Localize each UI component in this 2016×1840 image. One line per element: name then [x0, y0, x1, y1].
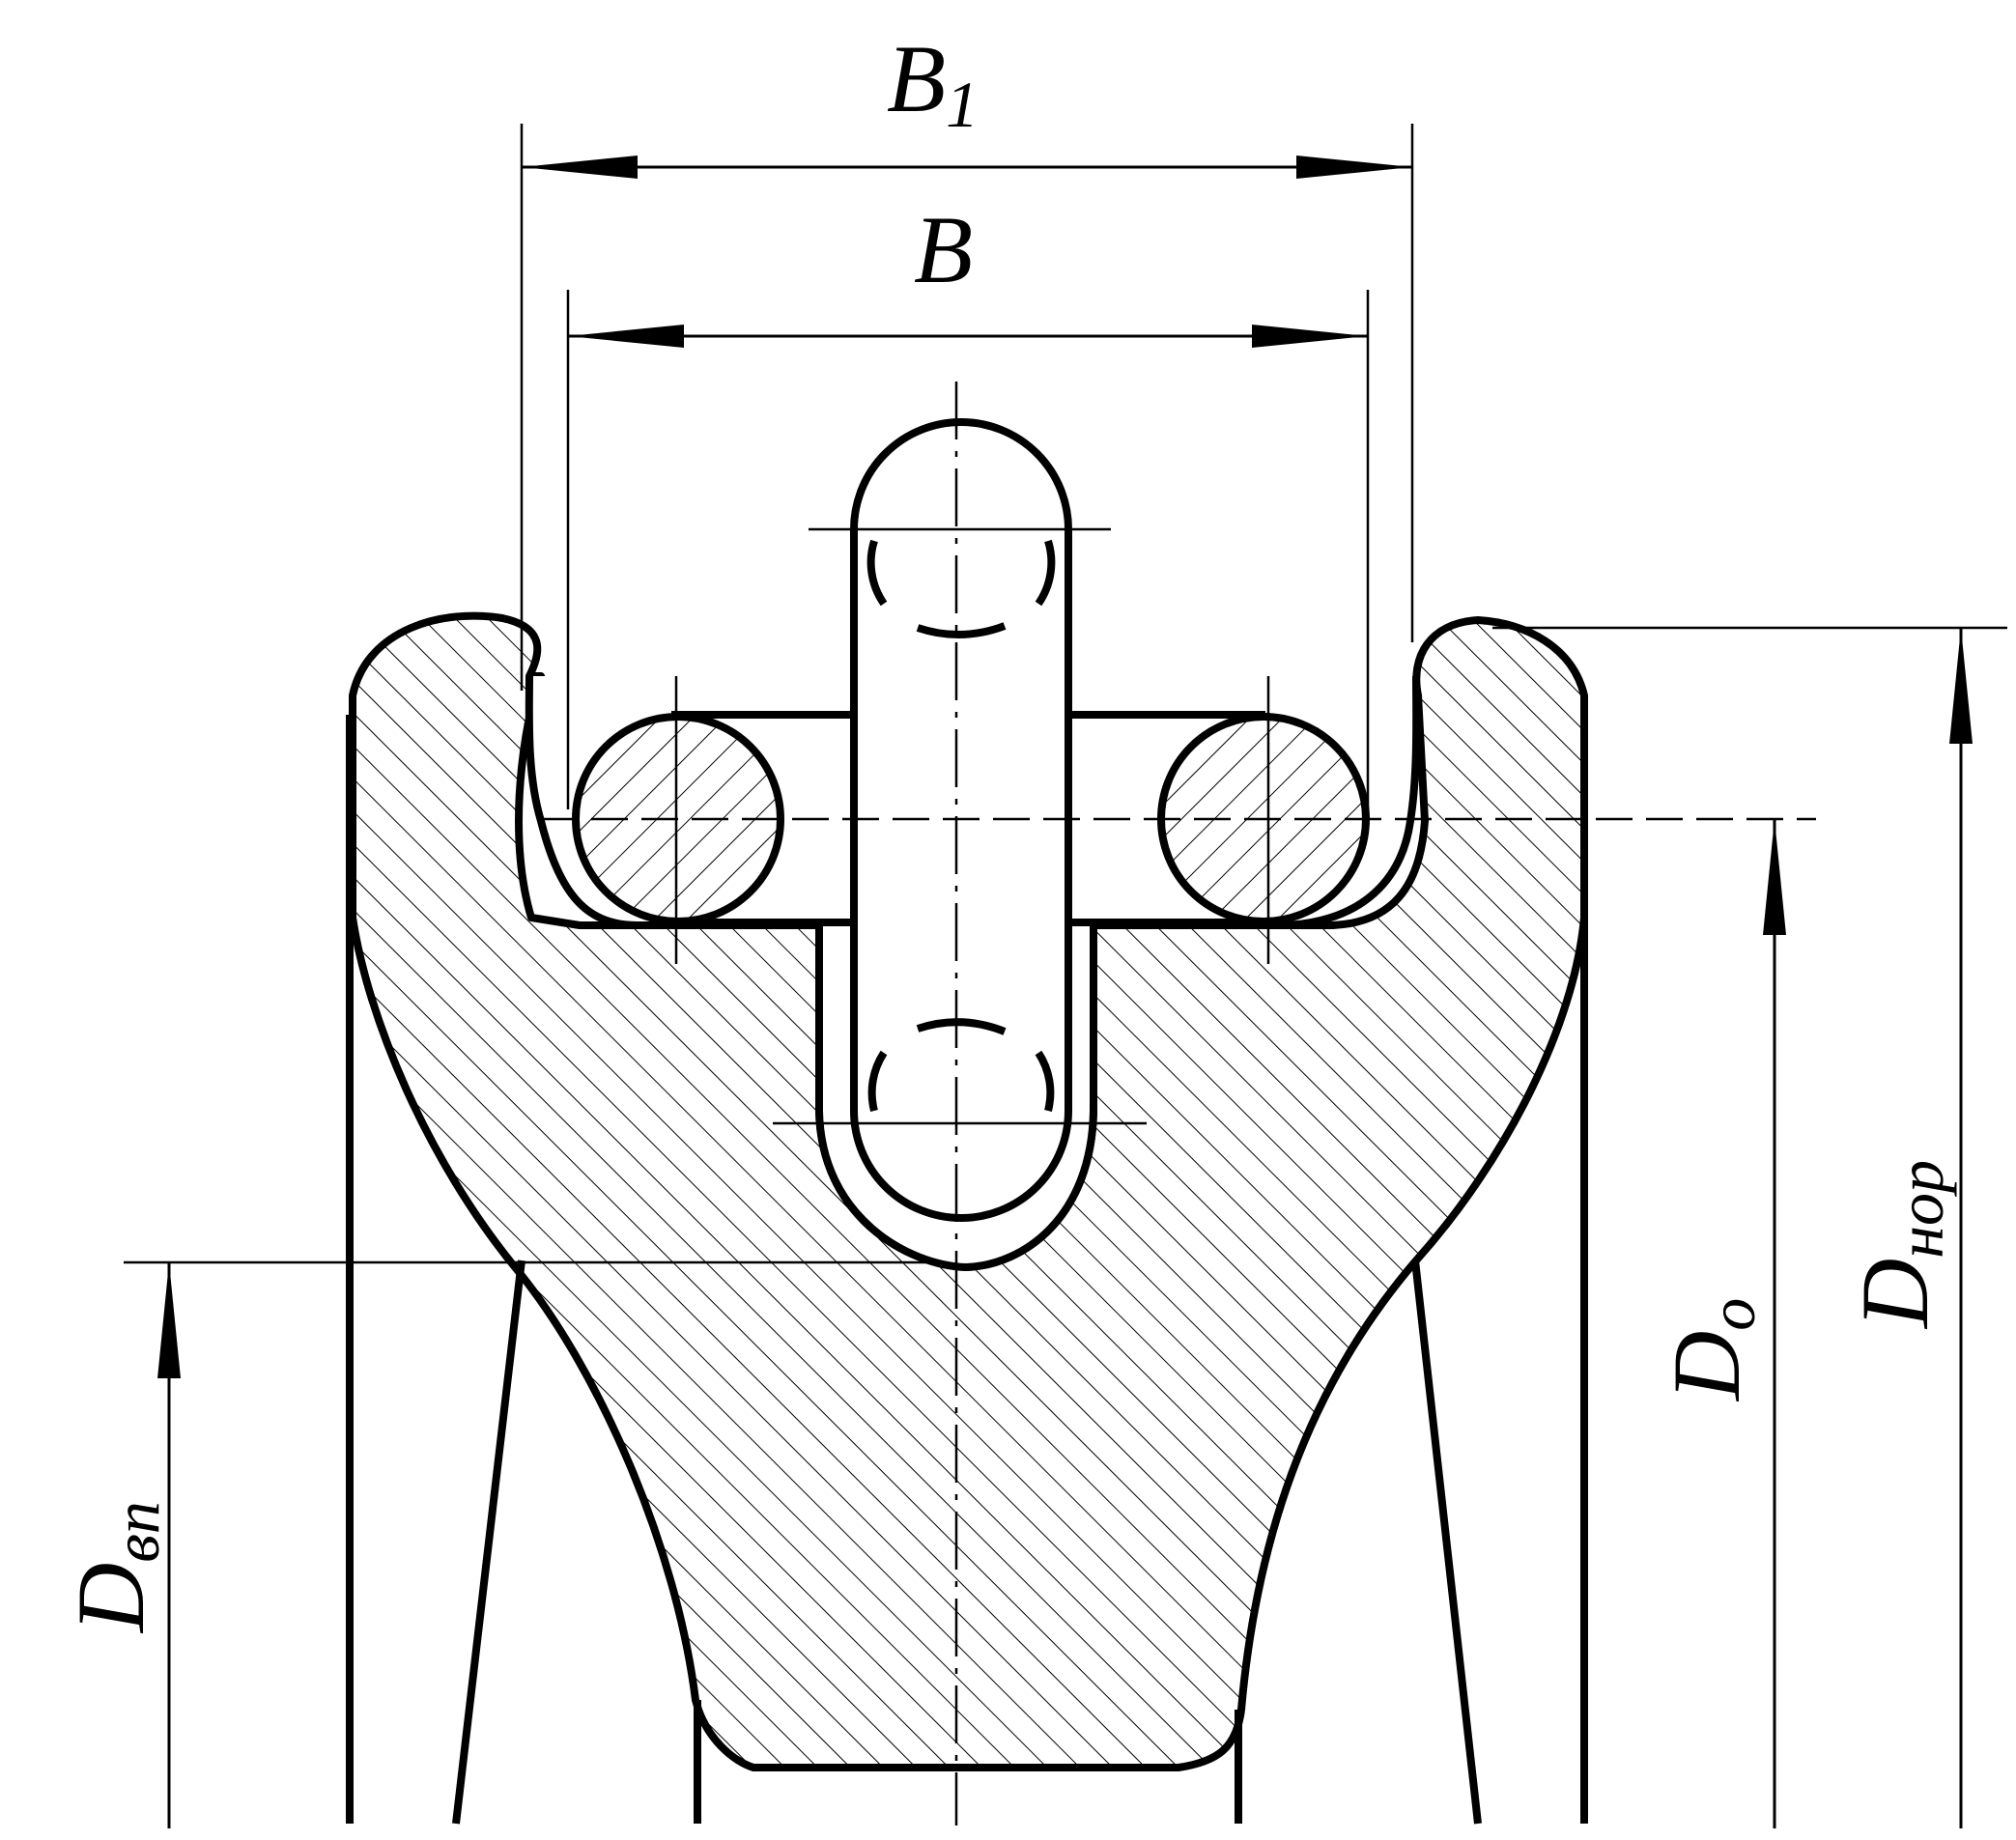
vertical-link-lower-arcs — [867, 1018, 1055, 1112]
vertical-link-upper-arcs — [866, 539, 1056, 638]
b-label: B — [914, 196, 973, 303]
do-label: Do — [1653, 1298, 1769, 1402]
dnor-label: Dнор — [1841, 1160, 1957, 1330]
sprocket-rim-body — [349, 611, 1588, 1771]
hub-left-flank — [452, 1260, 525, 1825]
hub-right-flank — [1411, 1260, 1482, 1825]
b1-label: B1 — [887, 25, 979, 141]
dvp-label: Dвп — [57, 1501, 173, 1634]
